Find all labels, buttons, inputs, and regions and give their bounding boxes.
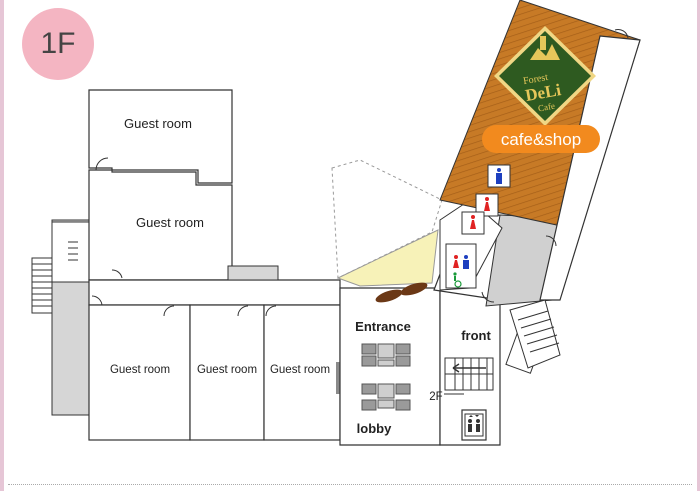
lower-wing bbox=[88, 304, 341, 441]
entrance-doors bbox=[375, 282, 428, 303]
corridor-counter bbox=[227, 265, 279, 281]
door-swings-lower bbox=[163, 305, 277, 317]
right-border-stripe bbox=[697, 0, 700, 491]
wheelchair-icon bbox=[453, 272, 462, 288]
left-border-stripe bbox=[0, 0, 4, 491]
guest-room-label: Guest room bbox=[270, 364, 330, 376]
east-stairwell bbox=[509, 299, 561, 369]
toilet-men-icon bbox=[463, 255, 469, 269]
entrance-glass bbox=[336, 229, 439, 287]
cafe-shop-text: cafe&shop bbox=[501, 130, 581, 149]
logo-text-line1: Forest bbox=[522, 72, 549, 87]
guest-room-label: Guest room bbox=[124, 116, 192, 131]
floor-badge: 1F bbox=[22, 8, 94, 80]
guest-room-label: Guest room bbox=[197, 364, 257, 376]
cafe-shop-label: cafe&shop bbox=[482, 125, 600, 153]
lobby-label: lobby bbox=[357, 421, 392, 436]
elevator-icon bbox=[461, 409, 487, 441]
door-swings-cafe bbox=[481, 29, 629, 303]
toilet-women-icon bbox=[453, 197, 490, 268]
stairs-2f-label: 2F bbox=[429, 391, 442, 403]
upper-wing bbox=[88, 89, 341, 306]
toilet-men-icon bbox=[496, 168, 502, 184]
front-label: front bbox=[461, 328, 491, 343]
logo-text-line3: Cafe bbox=[537, 101, 555, 114]
canopy-outline bbox=[331, 159, 443, 279]
west-stairwell bbox=[31, 219, 91, 416]
entrance-label: Entrance bbox=[355, 319, 411, 334]
bottom-dotted-rule bbox=[8, 484, 692, 485]
forest-deli-cafe-logo bbox=[494, 26, 596, 126]
lobby-seating bbox=[361, 343, 411, 411]
guest-room-label: Guest room bbox=[136, 215, 204, 230]
guest-room-label: Guest room bbox=[110, 364, 170, 376]
stairs-2f bbox=[444, 357, 494, 395]
